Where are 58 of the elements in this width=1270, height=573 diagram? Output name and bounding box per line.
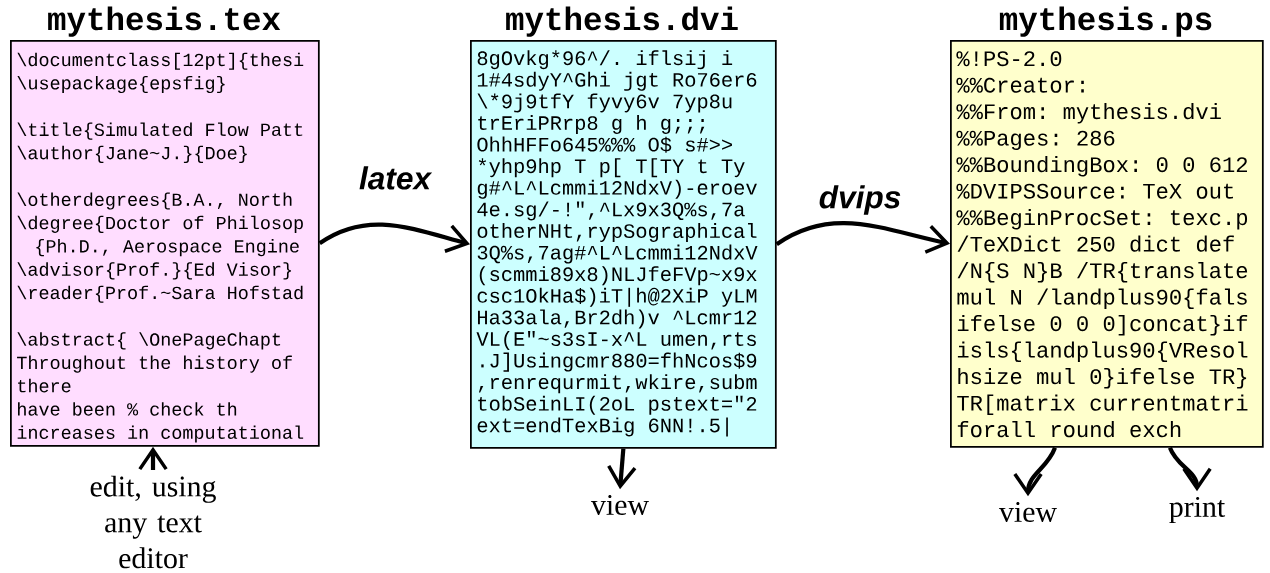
code-line: 8gOvkg*96^/. iflsij i <box>477 50 733 70</box>
code-line: %DVIPSSource: TeX out <box>956 183 1233 199</box>
code-line: Ha33ala,Br2dh)v ^Lcmr12 <box>478 309 757 329</box>
code-line: ,renrequrmit,wkire,subm <box>478 374 757 394</box>
file-name: mythesis.tex <box>48 6 281 37</box>
code-line: \reader{Prof.~Sara Hofstad <box>17 285 303 303</box>
code-line: hsize mul 0}ifelse TR} <box>958 367 1247 389</box>
code-line: ext=endTexBig 6NN!.5| <box>477 417 728 437</box>
code-line: VL(E"~s3sI-x^L umen,rts <box>476 331 756 351</box>
code-line: csc1OkHa$)iT|h@2XiP yLM <box>477 287 757 307</box>
code-line: OhhHFFo645%%% O$ s#>> <box>477 136 732 153</box>
code-line: \degree{Doctor of Philosop <box>17 215 303 233</box>
code-line: \usepackage{epsfig} <box>17 75 225 94</box>
code-line: \title{Simulated Flow Patt <box>17 122 303 140</box>
code-line: 3Q%s,7ag#^L^Lcmmi12NdxV <box>477 244 758 264</box>
code-line: forall round exch <box>957 420 1181 438</box>
code-line: (scmmi89x8)NLJfeFVp~x9x <box>479 266 757 286</box>
code-line: %!PS-2.0 <box>956 51 1062 67</box>
code-line: %%Pages: 286 <box>956 130 1115 151</box>
code-line: .J]Usingcmr880=fhNcos$9 <box>481 352 757 372</box>
code-line: %%From: mythesis.dvi <box>956 102 1221 124</box>
caption-text: print <box>1169 496 1226 524</box>
code-line: tobSeinLI(2oL pstext="2 <box>478 395 757 415</box>
code-line: trEriPRrp8 g h g;;; <box>478 115 705 135</box>
code-line: isls{landplus90{VResol <box>957 341 1248 363</box>
code-line: mul N /landplus90{fals <box>957 288 1247 310</box>
code-line: *yhp9hp T p[ T[TY t Ty <box>478 158 745 178</box>
edge-label: latex <box>357 164 433 192</box>
code-line: Throughout the history of <box>17 355 292 373</box>
file-name: mythesis.ps <box>999 6 1212 37</box>
code-line: \documentclass[12pt]{thesi <box>17 52 304 70</box>
code-line: %%BoundingBox: 0 0 612 <box>956 155 1247 177</box>
caption-text: view <box>591 494 649 516</box>
caption-text: edit, using any text editor <box>90 475 216 569</box>
code-line: increases in computational <box>17 425 304 443</box>
code-line: {Ph.D., Aerospace Engine <box>36 239 299 257</box>
caption-text: view <box>999 501 1057 523</box>
code-line: \author{Jane~J.}{Doe} <box>17 145 247 163</box>
arrow <box>318 222 470 253</box>
code-line: /N{S N}B /TR{translate <box>957 261 1248 283</box>
code-line: g#^L^Lcmmi12NdxV)-eroev <box>477 179 757 199</box>
arrow <box>775 221 950 254</box>
code-line: there <box>18 378 71 393</box>
edge-label: dvips <box>816 183 904 217</box>
code-line: have been % check th <box>18 402 237 416</box>
code-line: TR[matrix currentmatri <box>957 394 1248 416</box>
code-line: \otherdegrees{B.A., North <box>17 192 292 210</box>
code-line: 1#4sdyY^Ghi jgt Ro76er6 <box>477 71 757 91</box>
code-line: ifelse 0 0 0]concat}if <box>957 314 1248 336</box>
code-line: \abstract{ \OnePageChapt <box>17 332 281 350</box>
code-line: /TeXDict 250 dict def <box>957 235 1234 252</box>
code-line: 4e.sg/-!",^Lx9x3Q%s,7a <box>477 201 745 221</box>
file-name: mythesis.dvi <box>506 6 738 37</box>
code-line: \advisor{Prof.}{Ed Visor} <box>17 262 291 280</box>
code-line: \*9j9tfY fyvy6v 7yp8u <box>477 93 732 113</box>
code-line: %%Creator: <box>956 77 1084 93</box>
code-line: otherNHt,rypSographical <box>477 223 757 243</box>
code-line: %%BeginProcSet: texc.p <box>956 208 1248 230</box>
